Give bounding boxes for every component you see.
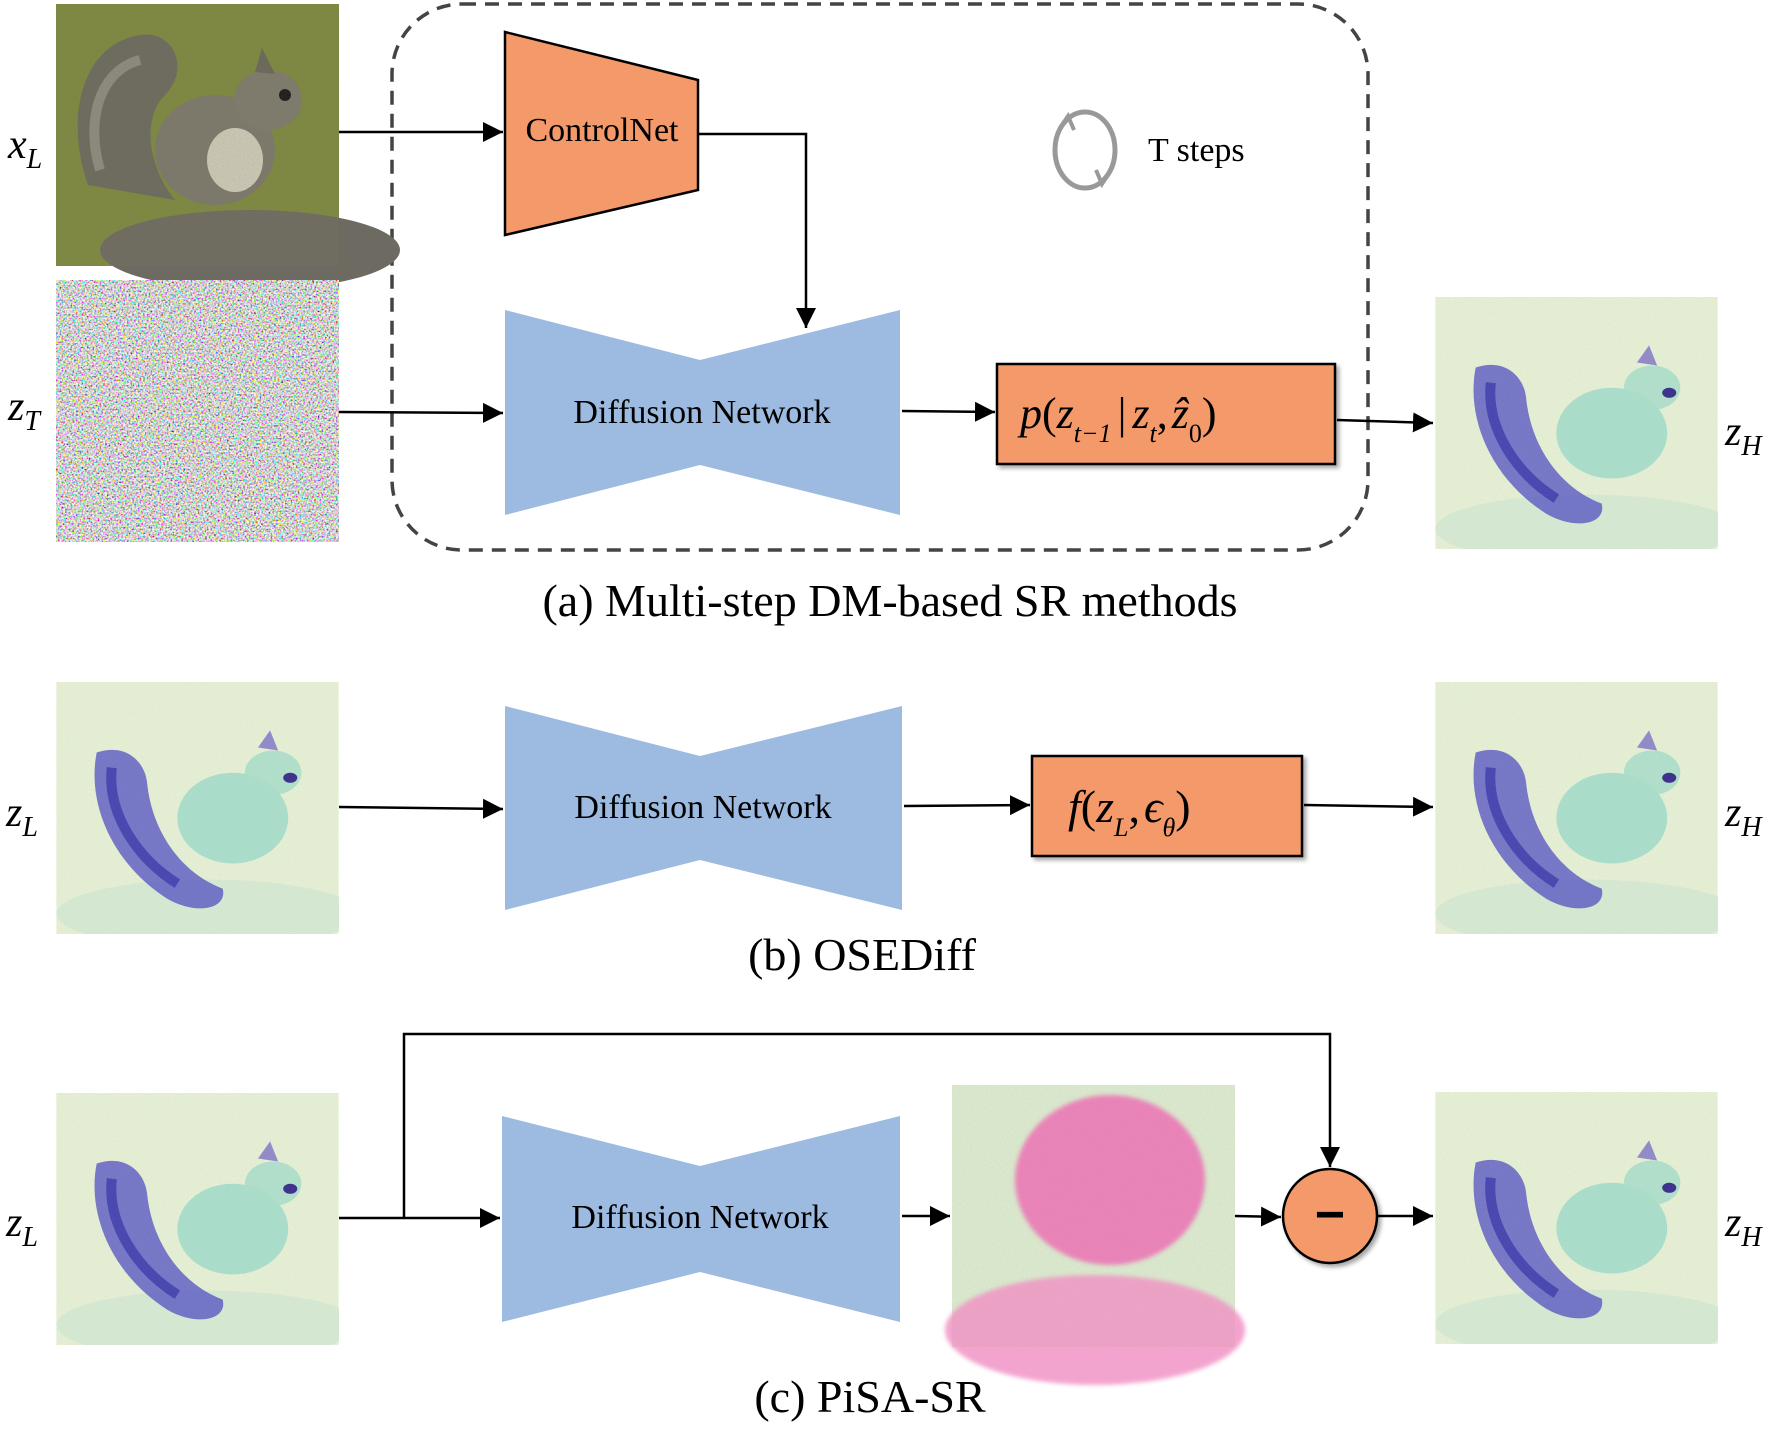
subtract-node — [1281, 1167, 1379, 1265]
diffusion-network-b-label: Diffusion Network — [574, 789, 831, 826]
loop-label: T steps — [1148, 132, 1245, 169]
label-z-h-b: zH — [1724, 790, 1763, 843]
caption-c: (c) PiSA-SR — [754, 1371, 986, 1422]
output-image-a — [1435, 297, 1737, 563]
controlnet-block — [503, 30, 700, 237]
residual-image — [945, 1085, 1245, 1385]
caption-b: (b) OSEDiff — [748, 929, 977, 980]
label-z-l-c: zL — [5, 1200, 38, 1253]
arrow-controlnet-diffusion — [698, 132, 816, 328]
diffusion-network-a — [505, 310, 900, 515]
diffusion-network-a-label: Diffusion Network — [573, 394, 830, 431]
input-image-c — [56, 1093, 358, 1359]
panel-c: zL Diffusion Network − zH (c) PiSA-SR — [5, 1032, 1763, 1422]
noise-image-zt — [56, 280, 339, 542]
diffusion-network-c-label: Diffusion Network — [571, 1199, 828, 1236]
subtract-symbol: − — [1315, 1186, 1345, 1244]
function-box — [1030, 754, 1304, 858]
loop-region — [390, 2, 1370, 552]
panel-b: zL Diffusion Network f(zL,ϵθ) zH (b) OSE… — [5, 682, 1763, 980]
panel-a: xL zT ControlNet T steps Diffusion Netwo… — [7, 2, 1763, 626]
controlnet-label: ControlNet — [526, 112, 680, 149]
sampler-formula: p(zt−1|zt,ẑ0) — [1017, 389, 1217, 448]
diffusion-network-c — [502, 1116, 900, 1322]
arrow-residual-subtract — [1234, 1206, 1282, 1227]
arrow-function-output — [1303, 796, 1434, 817]
function-formula: f(zL,ϵθ) — [1068, 781, 1191, 842]
caption-a: (a) Multi-step DM-based SR methods — [542, 575, 1237, 626]
arrow-diffusion-sampler — [901, 401, 996, 422]
output-image-b — [1435, 682, 1737, 948]
label-z-h-a: zH — [1724, 409, 1763, 462]
label-z-t: zT — [7, 384, 42, 437]
output-image-c — [1435, 1092, 1737, 1358]
arrow-zt-diffusion — [338, 402, 504, 423]
input-image-b — [56, 682, 358, 948]
input-image-xl — [56, 4, 400, 290]
sampler-box — [995, 362, 1337, 466]
label-z-l-b: zL — [5, 790, 38, 843]
arrow-sampler-output — [1336, 412, 1434, 433]
loop-icon — [1052, 109, 1118, 191]
label-x-l: xL — [7, 122, 42, 175]
arrow-zl-diffusion-b — [338, 798, 504, 819]
label-z-h-c: zH — [1724, 1200, 1763, 1253]
arrow-skip-connection — [402, 1032, 1340, 1218]
arrow-diffusion-function — [903, 795, 1031, 816]
diffusion-network-b — [505, 706, 902, 910]
